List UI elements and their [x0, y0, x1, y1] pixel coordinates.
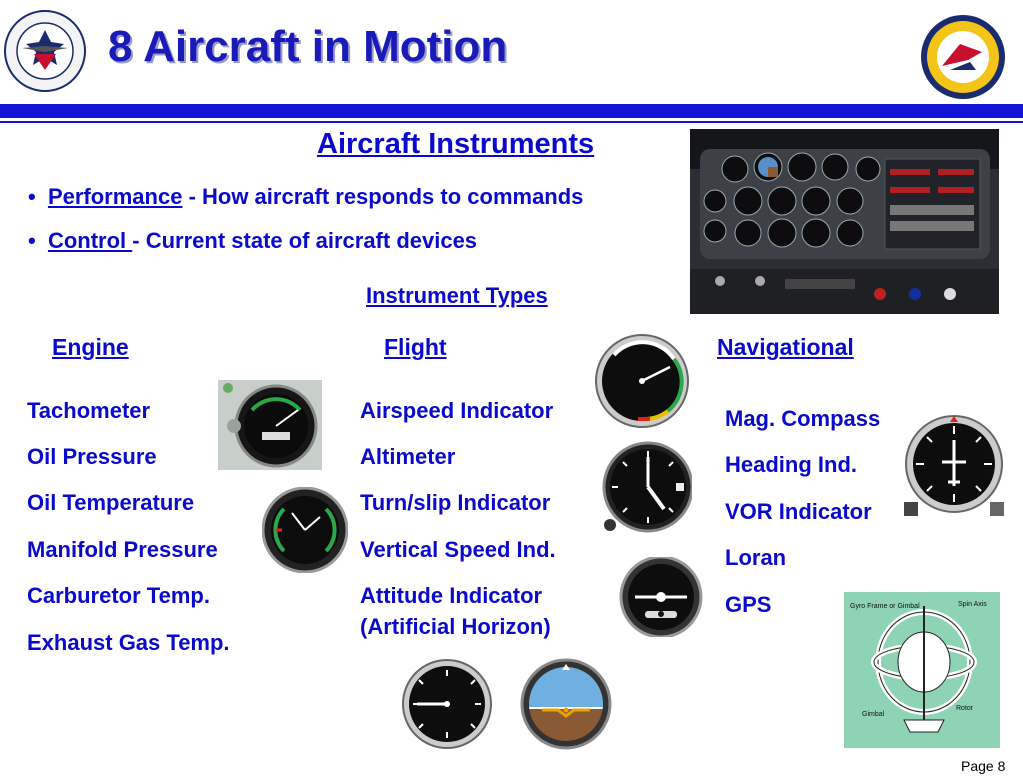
- altimeter-image: [600, 437, 694, 537]
- nav-item-mag-compass: Mag. Compass: [725, 406, 881, 431]
- header-rule: [0, 104, 1023, 118]
- flight-item-attitude: Attitude Indicator: [360, 583, 543, 608]
- gyro-label-spin-axis: Spin Axis: [958, 601, 987, 608]
- attitude-indicator-image: [518, 658, 614, 750]
- engine-item-carburetor-temp: Carburetor Temp.: [27, 583, 210, 608]
- engine-item-exhaust-gas-temp: Exhaust Gas Temp.: [27, 630, 230, 655]
- heading-indicator-image: [900, 412, 1008, 520]
- flight-item-artificial-horizon: (Artificial Horizon): [360, 614, 551, 639]
- oil-gauge-image: [261, 486, 349, 574]
- flight-item-turn-slip: Turn/slip Indicator: [360, 490, 551, 515]
- nav-item-heading-ind: Heading Ind.: [725, 452, 857, 477]
- flight-item-altimeter: Altimeter: [360, 444, 456, 469]
- engine-item-oil-temperature: Oil Temperature: [27, 490, 195, 515]
- engine-item-manifold-pressure: Manifold Pressure: [27, 537, 218, 562]
- gyro-label-frame: Gyro Frame or Gimbal: [850, 603, 920, 610]
- engine-item-oil-pressure: Oil Pressure: [27, 444, 157, 469]
- nav-item-gps: GPS: [725, 592, 772, 617]
- vertical-speed-indicator-image: [401, 658, 493, 750]
- bullet-term: Performance: [47, 184, 183, 209]
- cockpit-panel-photo: [690, 129, 999, 314]
- section-heading: Aircraft Instruments: [317, 128, 595, 160]
- nav-item-vor-indicator: VOR Indicator: [725, 499, 872, 524]
- bullet-performance: • Performance - How aircraft responds to…: [28, 184, 583, 210]
- column-heading-engine: Engine: [52, 334, 129, 360]
- bullet-term: Control: [47, 228, 133, 253]
- flight-item-airspeed: Airspeed Indicator: [360, 398, 554, 423]
- column-heading-navigational: Navigational: [717, 334, 854, 360]
- engine-item-tachometer: Tachometer: [27, 398, 151, 423]
- left-logo-cap-seal: [4, 10, 86, 92]
- gyro-label-rotor: Rotor: [956, 705, 974, 712]
- bullet-desc: - How aircraft responds to commands: [182, 184, 584, 209]
- page-number: Page 8: [961, 758, 1006, 774]
- airspeed-indicator-image: [594, 333, 690, 429]
- instrument-types-heading: Instrument Types: [366, 283, 548, 308]
- bullet-desc: - Current state of aircraft devices: [132, 228, 478, 253]
- gyroscope-diagram: Gyro Frame or Gimbal Spin Axis Gimbal Ro…: [844, 592, 1000, 748]
- tachometer-gauge-image: [218, 380, 322, 470]
- flight-item-vertical-speed: Vertical Speed Ind.: [360, 537, 556, 562]
- bullet-control: • Control - Current state of aircraft de…: [28, 228, 477, 254]
- header-rule-thin: [0, 121, 1023, 123]
- right-logo-aerospace-education: [920, 14, 1006, 100]
- nav-item-loran: Loran: [725, 545, 787, 570]
- page-title: 8 Aircraft in Motion: [108, 22, 508, 71]
- bullet-dot: •: [28, 184, 48, 209]
- turn-coordinator-image: [617, 555, 705, 639]
- gyro-label-gimbal: Gimbal: [862, 711, 885, 718]
- bullet-dot: •: [28, 228, 48, 253]
- column-heading-flight: Flight: [384, 334, 447, 360]
